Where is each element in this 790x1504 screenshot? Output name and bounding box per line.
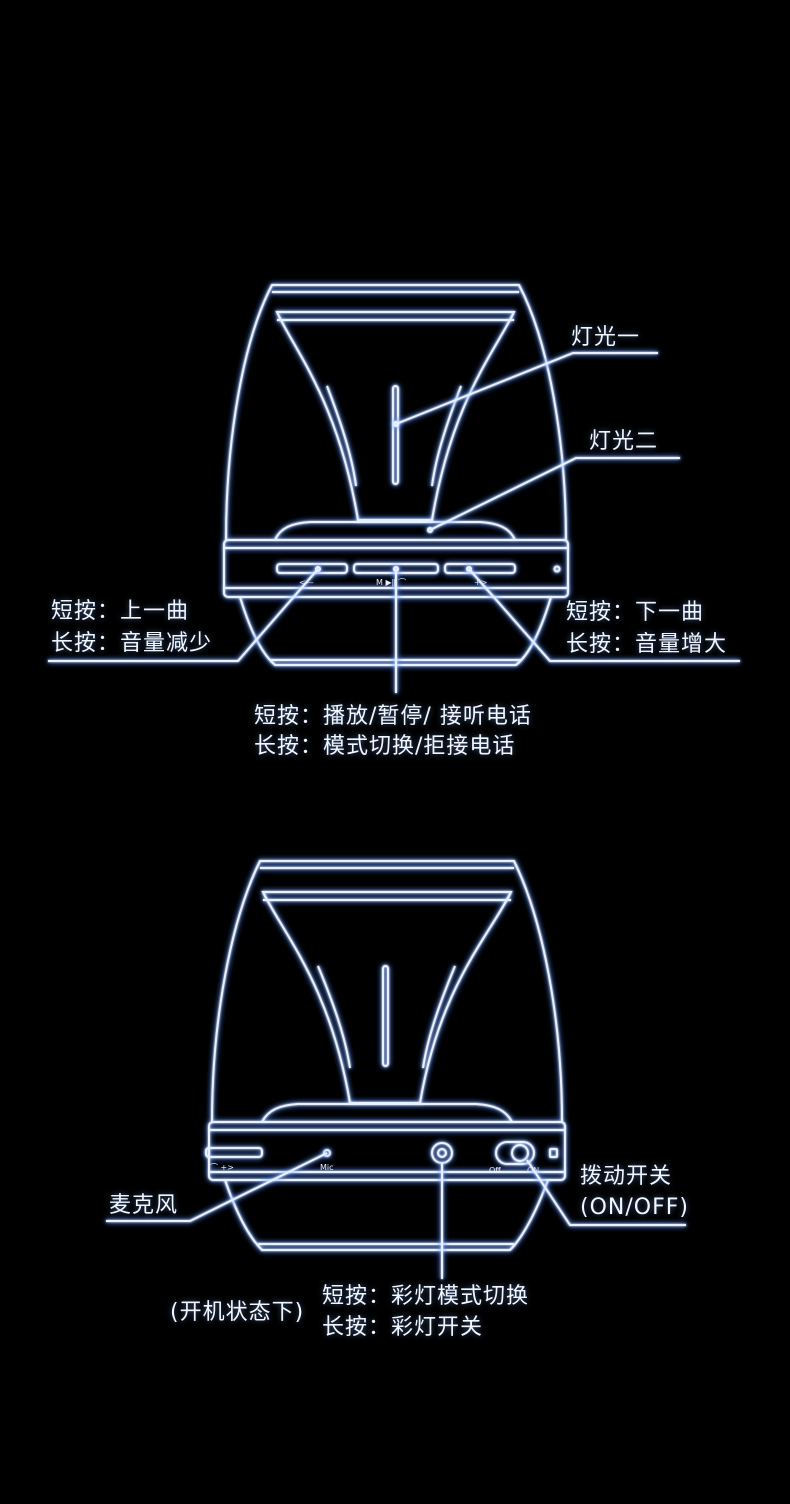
label-light-short: 短按：彩灯模式切换 — [322, 1284, 530, 1309]
top-funnel — [275, 311, 516, 521]
callout-light-two — [429, 457, 680, 531]
callout-mic — [106, 1152, 328, 1222]
callout-light-one — [395, 352, 658, 425]
label-light-two: 灯光二 — [589, 429, 659, 454]
bottom-port-marks: ⌒ +> Mic Off ON — [210, 1163, 539, 1175]
label-play-short: 短按：播放/暂停/ 接听电话 — [254, 704, 532, 729]
bottom-callouts — [106, 1152, 686, 1279]
side-keys[interactable] — [205, 1147, 263, 1158]
top-light-center — [392, 385, 399, 485]
label-next-long: 长按：音量增大 — [566, 632, 728, 657]
label-prev-short: 短按：上一曲 — [51, 599, 190, 624]
top-shell-outline — [224, 284, 568, 541]
top-light-left — [326, 385, 357, 487]
top-button-marks: <— M ▶ǁ ⌒ +> — [299, 578, 487, 587]
label-power-state: (开机状态下) — [170, 1300, 305, 1325]
label-light-long: 长按：彩灯开关 — [322, 1315, 484, 1340]
next-button[interactable] — [444, 563, 516, 574]
power-switch[interactable] — [495, 1141, 535, 1165]
bottom-light-center — [382, 965, 389, 1067]
bottom-light-left — [317, 965, 351, 1069]
label-microphone: 麦克风 — [109, 1193, 179, 1218]
bottom-light-right — [422, 965, 456, 1069]
label-next-short: 短按：下一曲 — [566, 600, 705, 625]
mic-hole — [323, 1149, 331, 1157]
label-light-one: 灯光一 — [571, 325, 641, 350]
light-button[interactable] — [431, 1142, 453, 1164]
bottom-speaker — [205, 860, 566, 1251]
top-light-right — [431, 385, 462, 487]
label-prev-long: 长按：音量减少 — [51, 631, 213, 656]
bottom-lower-bowl — [224, 1179, 549, 1251]
callout-prev — [48, 568, 319, 662]
power-switch-knob — [511, 1144, 529, 1162]
play-mark: M ▶ǁ ⌒ — [376, 578, 406, 587]
off-mark: Off — [489, 1166, 501, 1175]
prev-button[interactable] — [276, 563, 348, 574]
top-callouts — [48, 352, 740, 693]
mic-mark: Mic — [320, 1163, 334, 1172]
label-switch-1: 拨动开关 — [580, 1164, 673, 1189]
label-switch-2: (ON/OFF) — [580, 1195, 689, 1220]
callout-next — [468, 568, 740, 662]
bottom-control-band — [208, 1121, 566, 1181]
callout-switch — [526, 1159, 686, 1226]
keys-mark: ⌒ +> — [210, 1163, 234, 1172]
label-play-long: 长按：模式切换/拒接电话 — [254, 734, 516, 759]
